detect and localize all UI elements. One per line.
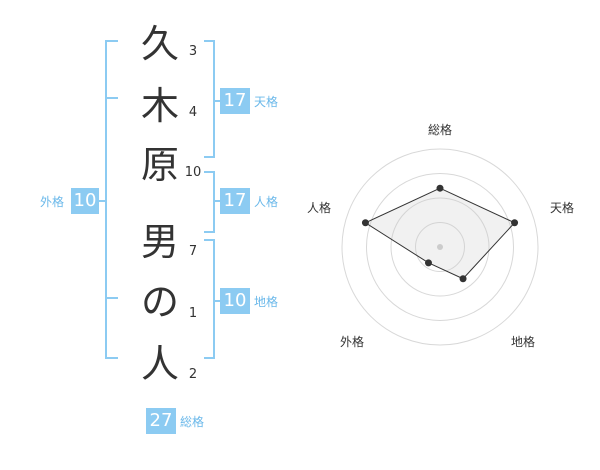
radar-ring-1 bbox=[415, 222, 465, 272]
radar-point-4 bbox=[424, 259, 432, 267]
radar-ring-4 bbox=[341, 148, 539, 346]
name-char-4: 男 bbox=[140, 220, 179, 264]
radar-center-dot bbox=[437, 244, 443, 250]
radar-axis-label-tenkaku: 天格 bbox=[550, 201, 575, 215]
radar-ring-3 bbox=[366, 173, 514, 321]
name-char-5: の bbox=[140, 280, 179, 324]
radar-point-3 bbox=[459, 275, 467, 283]
stroke-count-2: 4 bbox=[188, 105, 198, 120]
radar-point-2 bbox=[511, 219, 519, 227]
tenkaku-label: 天格 bbox=[254, 95, 279, 109]
radar-series-polygon bbox=[364, 187, 516, 280]
stroke-count-1: 3 bbox=[188, 44, 198, 59]
radar-axis-label-jinkaku: 人格 bbox=[307, 201, 332, 215]
name-char-1: 久 bbox=[140, 22, 179, 66]
stroke-count-6: 2 bbox=[188, 367, 198, 382]
radar-ring-2 bbox=[390, 197, 490, 297]
bracket-group bbox=[98, 40, 220, 359]
name-char-6: 人 bbox=[140, 342, 179, 386]
tenkaku-bracket bbox=[204, 40, 215, 158]
stroke-count-4: 7 bbox=[188, 244, 198, 259]
tenkaku-value: 17 bbox=[220, 88, 250, 114]
jinkaku-value: 17 bbox=[220, 188, 250, 214]
stroke-count-3: 10 bbox=[184, 165, 202, 180]
name-char-2: 木 bbox=[140, 84, 179, 128]
gaikaku-bracket bbox=[105, 40, 118, 359]
gaikaku-value: 10 bbox=[71, 188, 99, 214]
radar-axis-label-chikaku: 地格 bbox=[511, 335, 536, 349]
chikaku-bracket bbox=[204, 239, 215, 359]
soukaku-label: 総格 bbox=[180, 415, 205, 429]
radar-point-5 bbox=[361, 219, 369, 227]
jinkaku-label: 人格 bbox=[254, 195, 279, 209]
chikaku-value: 10 bbox=[220, 288, 250, 314]
radar-axis-label-soukaku: 総格 bbox=[428, 123, 453, 137]
radar-point-1 bbox=[436, 184, 444, 192]
soukaku-value: 27 bbox=[146, 408, 176, 434]
gaikaku-label: 外格 bbox=[40, 195, 65, 209]
chikaku-label: 地格 bbox=[254, 295, 279, 309]
radar-axis-label-gaikaku: 外格 bbox=[340, 335, 365, 349]
name-char-3: 原 bbox=[140, 143, 179, 187]
stroke-count-5: 1 bbox=[188, 306, 198, 321]
